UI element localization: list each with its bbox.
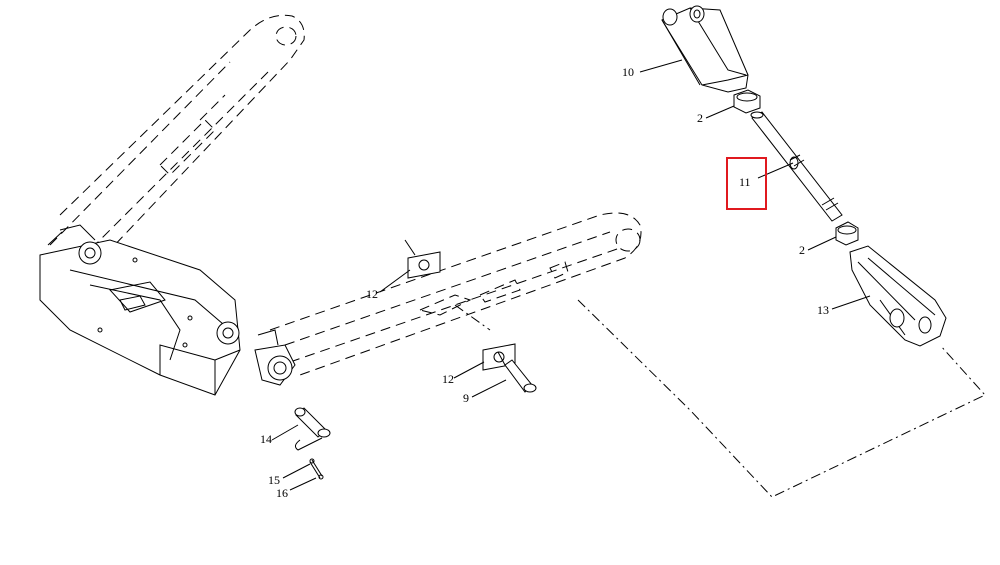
part-15-16-clip — [309, 458, 324, 480]
part-9-pin — [497, 351, 537, 393]
lift-arm-raised — [49, 14, 305, 261]
pivot-housing — [39, 224, 241, 396]
callout-16: 16 — [276, 486, 288, 500]
callout-10: 10 — [622, 65, 634, 79]
callout-2-bottom: 2 — [799, 243, 805, 257]
assembly-guide-line — [577, 299, 986, 498]
part-2-nut-top — [733, 89, 761, 114]
highlight-box-part-11 — [726, 157, 767, 210]
callout-12-top: 12 — [366, 287, 378, 301]
callout-9: 9 — [463, 391, 469, 405]
callout-2-top: 2 — [697, 111, 703, 125]
part-2-nut-bottom — [835, 221, 859, 246]
callout-12-bottom: 12 — [442, 372, 454, 386]
part-12-plate-top — [404, 239, 441, 279]
leader-lines — [271, 59, 871, 491]
callout-15: 15 — [268, 473, 280, 487]
part-13-fork — [849, 245, 947, 347]
lift-arm-lower — [269, 212, 642, 376]
assembly-guide-line-2 — [454, 304, 491, 331]
callout-11: 11 — [739, 175, 751, 189]
lower-arm-pivot-end — [254, 329, 296, 386]
top-link-assembly — [661, 5, 947, 347]
callout-14: 14 — [260, 432, 272, 446]
part-11-tube — [750, 111, 843, 222]
part-10-clevis — [661, 5, 749, 93]
callout-13: 13 — [817, 303, 829, 317]
part-14-pin — [294, 407, 331, 451]
